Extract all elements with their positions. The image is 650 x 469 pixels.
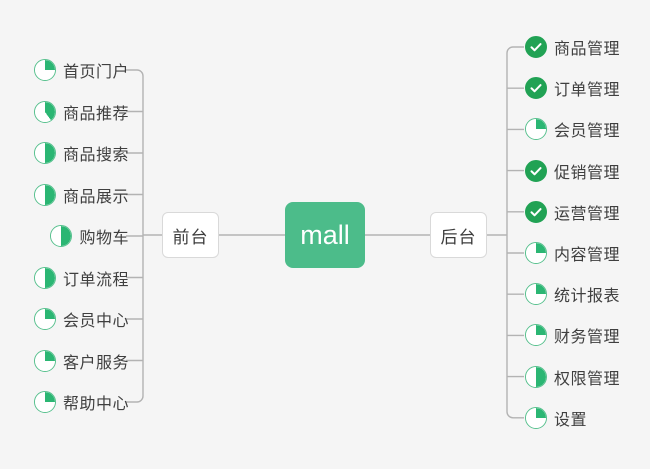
node-frontend-label: 前台 [172, 227, 209, 247]
backend-leaf-item[interactable]: 权限管理 [525, 363, 620, 391]
frontend-leaf-label: 商品展示 [62, 188, 129, 206]
check-circle-icon [525, 159, 547, 182]
pie-progress-icon [525, 242, 547, 264]
backend-bracket [506, 46, 524, 419]
pie-progress-icon [525, 324, 547, 347]
frontend-leaf-label: 订单流程 [62, 271, 129, 289]
pie-progress-icon [33, 59, 56, 81]
backend-leaf-label: 商品管理 [554, 41, 621, 58]
backend-leaf-label: 统计报表 [554, 288, 621, 306]
frontend-leaf-label: 商品搜索 [62, 147, 129, 164]
pie-progress-icon [33, 183, 56, 206]
frontend-leaf-label: 客户服务 [62, 354, 129, 372]
pie-progress-icon [33, 308, 56, 330]
backend-leaf-item[interactable]: 促销管理 [525, 157, 620, 185]
backend-leaf-item[interactable]: 内容管理 [525, 239, 620, 267]
backend-leaf-label: 财务管理 [554, 329, 621, 347]
pie-progress-icon [33, 391, 56, 413]
backend-leaf-item[interactable]: 财务管理 [525, 321, 620, 349]
pie-progress-icon [525, 365, 547, 388]
check-circle-icon [525, 200, 547, 223]
frontend-leaf-item[interactable]: 商品推荐 [33, 98, 129, 126]
pie-progress-icon [50, 225, 73, 247]
pie-progress-icon [33, 349, 56, 372]
pie-progress-icon [33, 142, 56, 164]
frontend-leaf-label: 购物车 [79, 230, 129, 247]
frontend-leaf-label: 会员中心 [62, 313, 129, 330]
pie-progress-icon [33, 266, 56, 289]
node-root-mall[interactable]: mall [285, 202, 365, 268]
pie-progress-icon [525, 406, 547, 429]
pie-progress-icon [525, 283, 547, 306]
frontend-leaf-label: 帮助中心 [62, 396, 129, 413]
frontend-leaf-item[interactable]: 商品展示 [33, 181, 129, 209]
node-backend[interactable]: 后台 [430, 212, 487, 258]
frontend-leaf-item[interactable]: 首页门户 [33, 56, 129, 84]
backend-leaf-label: 订单管理 [554, 82, 621, 100]
backend-leaf-item[interactable]: 商品管理 [525, 33, 620, 61]
backend-leaf-label: 权限管理 [554, 370, 621, 388]
frontend-leaf-item[interactable]: 购物车 [50, 222, 129, 250]
backend-leaf-label: 促销管理 [554, 164, 621, 182]
backend-leaf-label: 内容管理 [554, 247, 621, 264]
backend-leaf-label: 会员管理 [554, 123, 621, 141]
node-root-label: mall [300, 219, 350, 250]
backend-leaf-item[interactable]: 统计报表 [525, 280, 620, 308]
backend-leaf-item[interactable]: 会员管理 [525, 115, 620, 143]
backend-leaf-item[interactable]: 运营管理 [525, 198, 620, 226]
frontend-leaf-item[interactable]: 帮助中心 [33, 388, 129, 416]
frontend-leaf-item[interactable]: 会员中心 [33, 305, 129, 333]
node-backend-label: 后台 [440, 227, 477, 247]
node-frontend[interactable]: 前台 [162, 212, 219, 258]
backend-leaf-item[interactable]: 设置 [525, 404, 587, 432]
backend-leaf-item[interactable]: 订单管理 [525, 74, 620, 102]
frontend-leaf-item[interactable]: 客户服务 [33, 347, 129, 375]
backend-leaf-label: 运营管理 [554, 205, 621, 223]
frontend-leaf-label: 首页门户 [62, 64, 129, 81]
frontend-leaf-item[interactable]: 订单流程 [33, 264, 129, 292]
frontend-leaf-label: 商品推荐 [62, 105, 129, 123]
pie-progress-icon [525, 118, 547, 141]
check-circle-icon [525, 77, 547, 100]
backend-leaf-label: 设置 [554, 411, 588, 429]
check-circle-icon [525, 36, 547, 58]
frontend-leaf-item[interactable]: 商品搜索 [33, 139, 129, 167]
pie-progress-icon [33, 100, 56, 123]
